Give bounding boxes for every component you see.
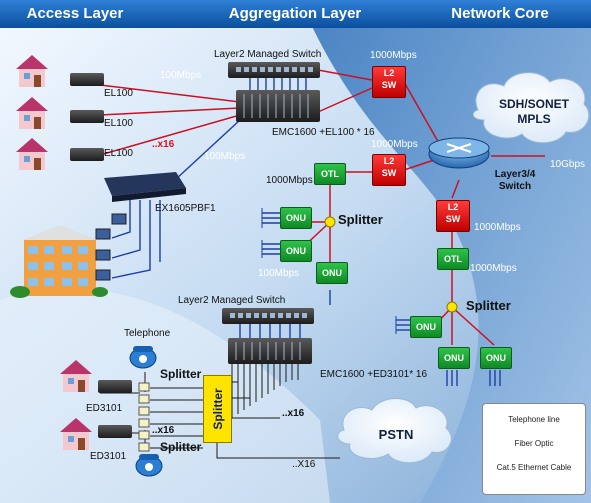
onu-2: ONU [280, 240, 312, 262]
house-icon [60, 418, 92, 450]
apartment-building-icon [10, 226, 108, 298]
label-layer3-4-switch: Layer3/4 Switch [494, 169, 536, 192]
label-rate-1000-top: 1000Mbps [370, 50, 417, 61]
layer2-switch-bottom-icon [222, 308, 314, 324]
legend-cat5: Cat.5 Ethernet Cable [496, 463, 572, 472]
l2sw-3-line2: SW [445, 214, 461, 224]
pstn-cloud [337, 398, 452, 464]
label-rate-100-top: 100Mbps [160, 70, 202, 81]
otl-mid: OTL [314, 163, 346, 185]
el100-converter-icon [70, 110, 104, 123]
house-icon [16, 55, 48, 87]
emc1600-chassis-bottom-icon [228, 338, 312, 364]
label-rate-1000-right1: 1000Mbps [474, 222, 521, 233]
onu-1: ONU [280, 207, 312, 229]
cloud-sdh-label: SDH/SONET MPLS [498, 97, 570, 127]
header-network-core: Network Core [451, 5, 549, 22]
label-rate-100-onu: 100Mbps [258, 268, 300, 279]
telephone-icon [135, 454, 163, 477]
switch-ports-icon [236, 67, 313, 72]
ed3101-converter-icon [98, 380, 132, 393]
label-el100-2: EL100 [104, 118, 133, 129]
endpoint-icon [261, 208, 397, 334]
house-icon [60, 360, 92, 392]
house-icon [16, 97, 48, 129]
splitter-node-icon [324, 216, 336, 228]
l2sw-1-line1: L2 [383, 68, 395, 78]
onu-3: ONU [316, 262, 348, 284]
label-telephone: Telephone [124, 328, 171, 339]
pc-icon [95, 269, 111, 281]
label-splitter-tel1: Splitter [160, 367, 202, 381]
fiber-links [99, 69, 545, 346]
l2sw-3-line1: L2 [447, 202, 459, 212]
label-splitter-right: Splitter [466, 298, 511, 313]
emc1600-chassis-top-icon [236, 90, 320, 122]
pc-icon [95, 249, 111, 261]
el100-converter-icon [70, 148, 104, 161]
label-rate-100-mid: 100Mbps [204, 151, 246, 162]
l2sw-1-line2: SW [381, 80, 397, 90]
splitter-connectors-icon [138, 382, 150, 452]
label-el100-1: EL100 [104, 88, 133, 99]
sdh-sonet-cloud [472, 72, 590, 144]
label-x16-red: ..x16 [152, 139, 175, 150]
legend-fiber: Fiber Optic [514, 439, 554, 448]
label-splitter-tel2: Splitter [160, 440, 202, 454]
label-x16-a: ..x16 [282, 408, 305, 419]
label-ed3101-2: ED3101 [90, 451, 127, 462]
label-el100-3: EL100 [104, 148, 133, 159]
pc-icon [95, 228, 111, 240]
splitter-box-label: Splitter [210, 388, 225, 430]
ex1605-switch-icon [104, 172, 186, 196]
otl-right: OTL [437, 248, 469, 270]
splitter-node-icon [446, 301, 458, 313]
l2sw-2-line1: L2 [383, 156, 395, 166]
header-access-layer: Access Layer [26, 5, 124, 22]
onu-4: ONU [410, 316, 442, 338]
el100-converter-icon [70, 73, 104, 86]
label-layer2-switch-top: Layer2 Managed Switch [214, 49, 322, 60]
cloud-mpls-line2: MPLS [517, 112, 551, 126]
label-emc-bottom: EMC1600 +ED3101* 16 [320, 369, 428, 380]
house-icon [16, 138, 48, 170]
label-layer2-switch-bottom: Layer2 Managed Switch [178, 295, 286, 306]
onu-6: ONU [480, 347, 512, 369]
label-rate-1000-right2: 1000Mbps [470, 263, 517, 274]
label-rate-1000-mid: 1000Mbps [371, 139, 418, 150]
layer2-switch-top-icon [228, 62, 320, 78]
label-splitter-mid: Splitter [338, 212, 383, 227]
ed3101-converter-icon [98, 425, 132, 438]
splitter-box: Splitter [203, 375, 232, 443]
pstn-label: PSTN [378, 427, 414, 442]
legend-telephone: Telephone line [508, 415, 560, 424]
label-x16-b: ..x16 [152, 425, 175, 436]
pc-icon [111, 213, 127, 225]
label-rate-10g: 10Gbps [550, 159, 586, 170]
label-x16-c: ..X16 [292, 459, 316, 470]
header-bar [0, 0, 591, 28]
label-emc-top: EMC1600 +EL100 * 16 [272, 127, 375, 138]
legend: Telephone line Fiber Optic Cat.5 Etherne… [482, 403, 586, 495]
telephone-icon [129, 346, 157, 369]
header-aggregation-layer: Aggregation Layer [228, 5, 362, 22]
l2sw-2-line2: SW [381, 168, 397, 178]
router-arrows-icon [446, 143, 472, 153]
label-rate-1000-otl: 1000Mbps [266, 175, 313, 186]
cat5-links [111, 76, 501, 386]
onu-5: ONU [438, 347, 470, 369]
label-ed3101-1: ED3101 [86, 403, 123, 414]
cloud-sdh-line1: SDH/SONET [498, 97, 569, 111]
chassis-slots-icon [243, 94, 309, 118]
label-ex1605: EX1605PBF1 [155, 203, 216, 214]
